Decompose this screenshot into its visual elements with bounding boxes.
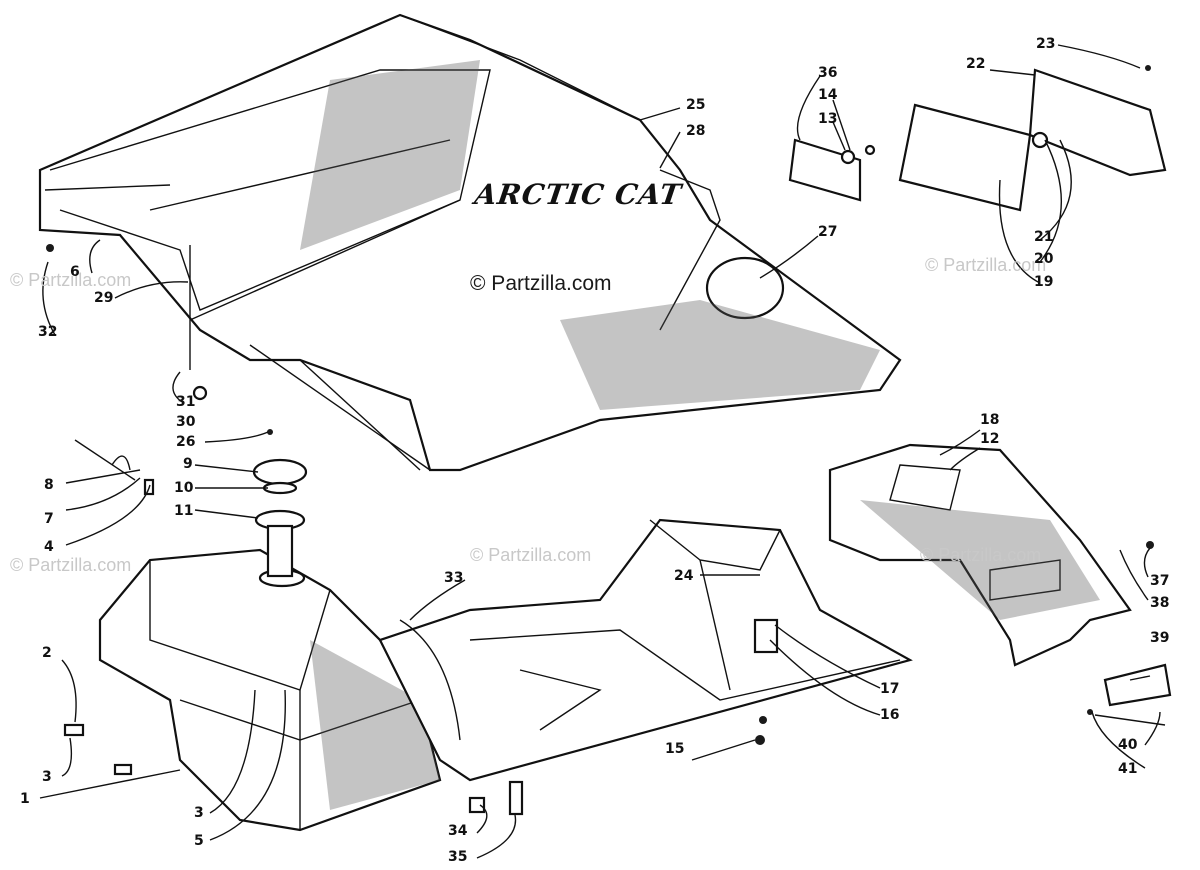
part-label-4: 4 <box>44 539 54 555</box>
part-label-17: 17 <box>880 681 900 697</box>
part-label-29: 29 <box>94 290 114 306</box>
part-label-16: 16 <box>880 707 900 723</box>
part-label-23: 23 <box>1036 36 1056 52</box>
part-label-13: 13 <box>818 111 838 127</box>
part-label-36: 36 <box>818 65 838 81</box>
watermark: © Partzilla.com <box>10 270 132 290</box>
part-label-35: 35 <box>448 849 468 865</box>
part-label-19: 19 <box>1034 274 1054 290</box>
part-label-33: 33 <box>444 570 464 586</box>
part-label-38: 38 <box>1150 595 1170 611</box>
part-label-2: 2 <box>42 645 52 661</box>
part-label-40: 40 <box>1118 737 1138 753</box>
watermark: © Partzilla.com <box>925 255 1047 275</box>
part-label-39: 39 <box>1150 630 1170 646</box>
rear-reflector <box>1103 663 1172 707</box>
part-label-21: 21 <box>1034 229 1054 245</box>
part-label-9: 9 <box>183 456 193 472</box>
part-label-20: 20 <box>1034 251 1054 267</box>
part-label-10: 10 <box>174 480 194 496</box>
part-label-31: 31 <box>176 394 196 410</box>
filler-cap-stack <box>252 458 308 578</box>
part-label-25: 25 <box>686 97 706 113</box>
part-label-6: 6 <box>70 264 80 280</box>
part-label-34: 34 <box>448 823 468 839</box>
watermark: © Partzilla.com <box>10 555 132 575</box>
part-label-3b: 3 <box>194 805 204 821</box>
part-label-41: 41 <box>1118 761 1138 777</box>
part-label-11: 11 <box>174 503 194 519</box>
part-label-26: 26 <box>176 434 196 450</box>
part-label-15: 15 <box>665 741 685 757</box>
chassis-pan <box>378 518 913 782</box>
part-label-3: 3 <box>42 769 52 785</box>
part-label-27: 27 <box>818 224 838 240</box>
rear-cowl <box>828 443 1132 667</box>
tail-light-assembly <box>788 68 1167 212</box>
fuel-tank <box>98 548 442 832</box>
brand-decal: ARCTIC CAT <box>472 178 684 211</box>
part-label-7: 7 <box>44 511 54 527</box>
part-label-24: 24 <box>674 568 694 584</box>
part-label-22: 22 <box>966 56 986 72</box>
watermark-main: © Partzilla.com <box>470 272 612 295</box>
watermark: © Partzilla.com <box>470 545 592 565</box>
part-label-12: 12 <box>980 431 1000 447</box>
part-label-8: 8 <box>44 477 54 493</box>
part-label-30: 30 <box>176 414 196 430</box>
part-label-14: 14 <box>818 87 838 103</box>
hood-seat-assembly <box>38 13 902 472</box>
part-label-37: 37 <box>1150 573 1170 589</box>
part-label-32: 32 <box>38 324 58 340</box>
part-label-28: 28 <box>686 123 706 139</box>
part-label-1: 1 <box>20 791 30 807</box>
leader-lines <box>39 44 1166 859</box>
part-label-5: 5 <box>194 833 204 849</box>
watermark: © Partzilla.com <box>920 545 1042 565</box>
part-label-18: 18 <box>980 412 1000 428</box>
